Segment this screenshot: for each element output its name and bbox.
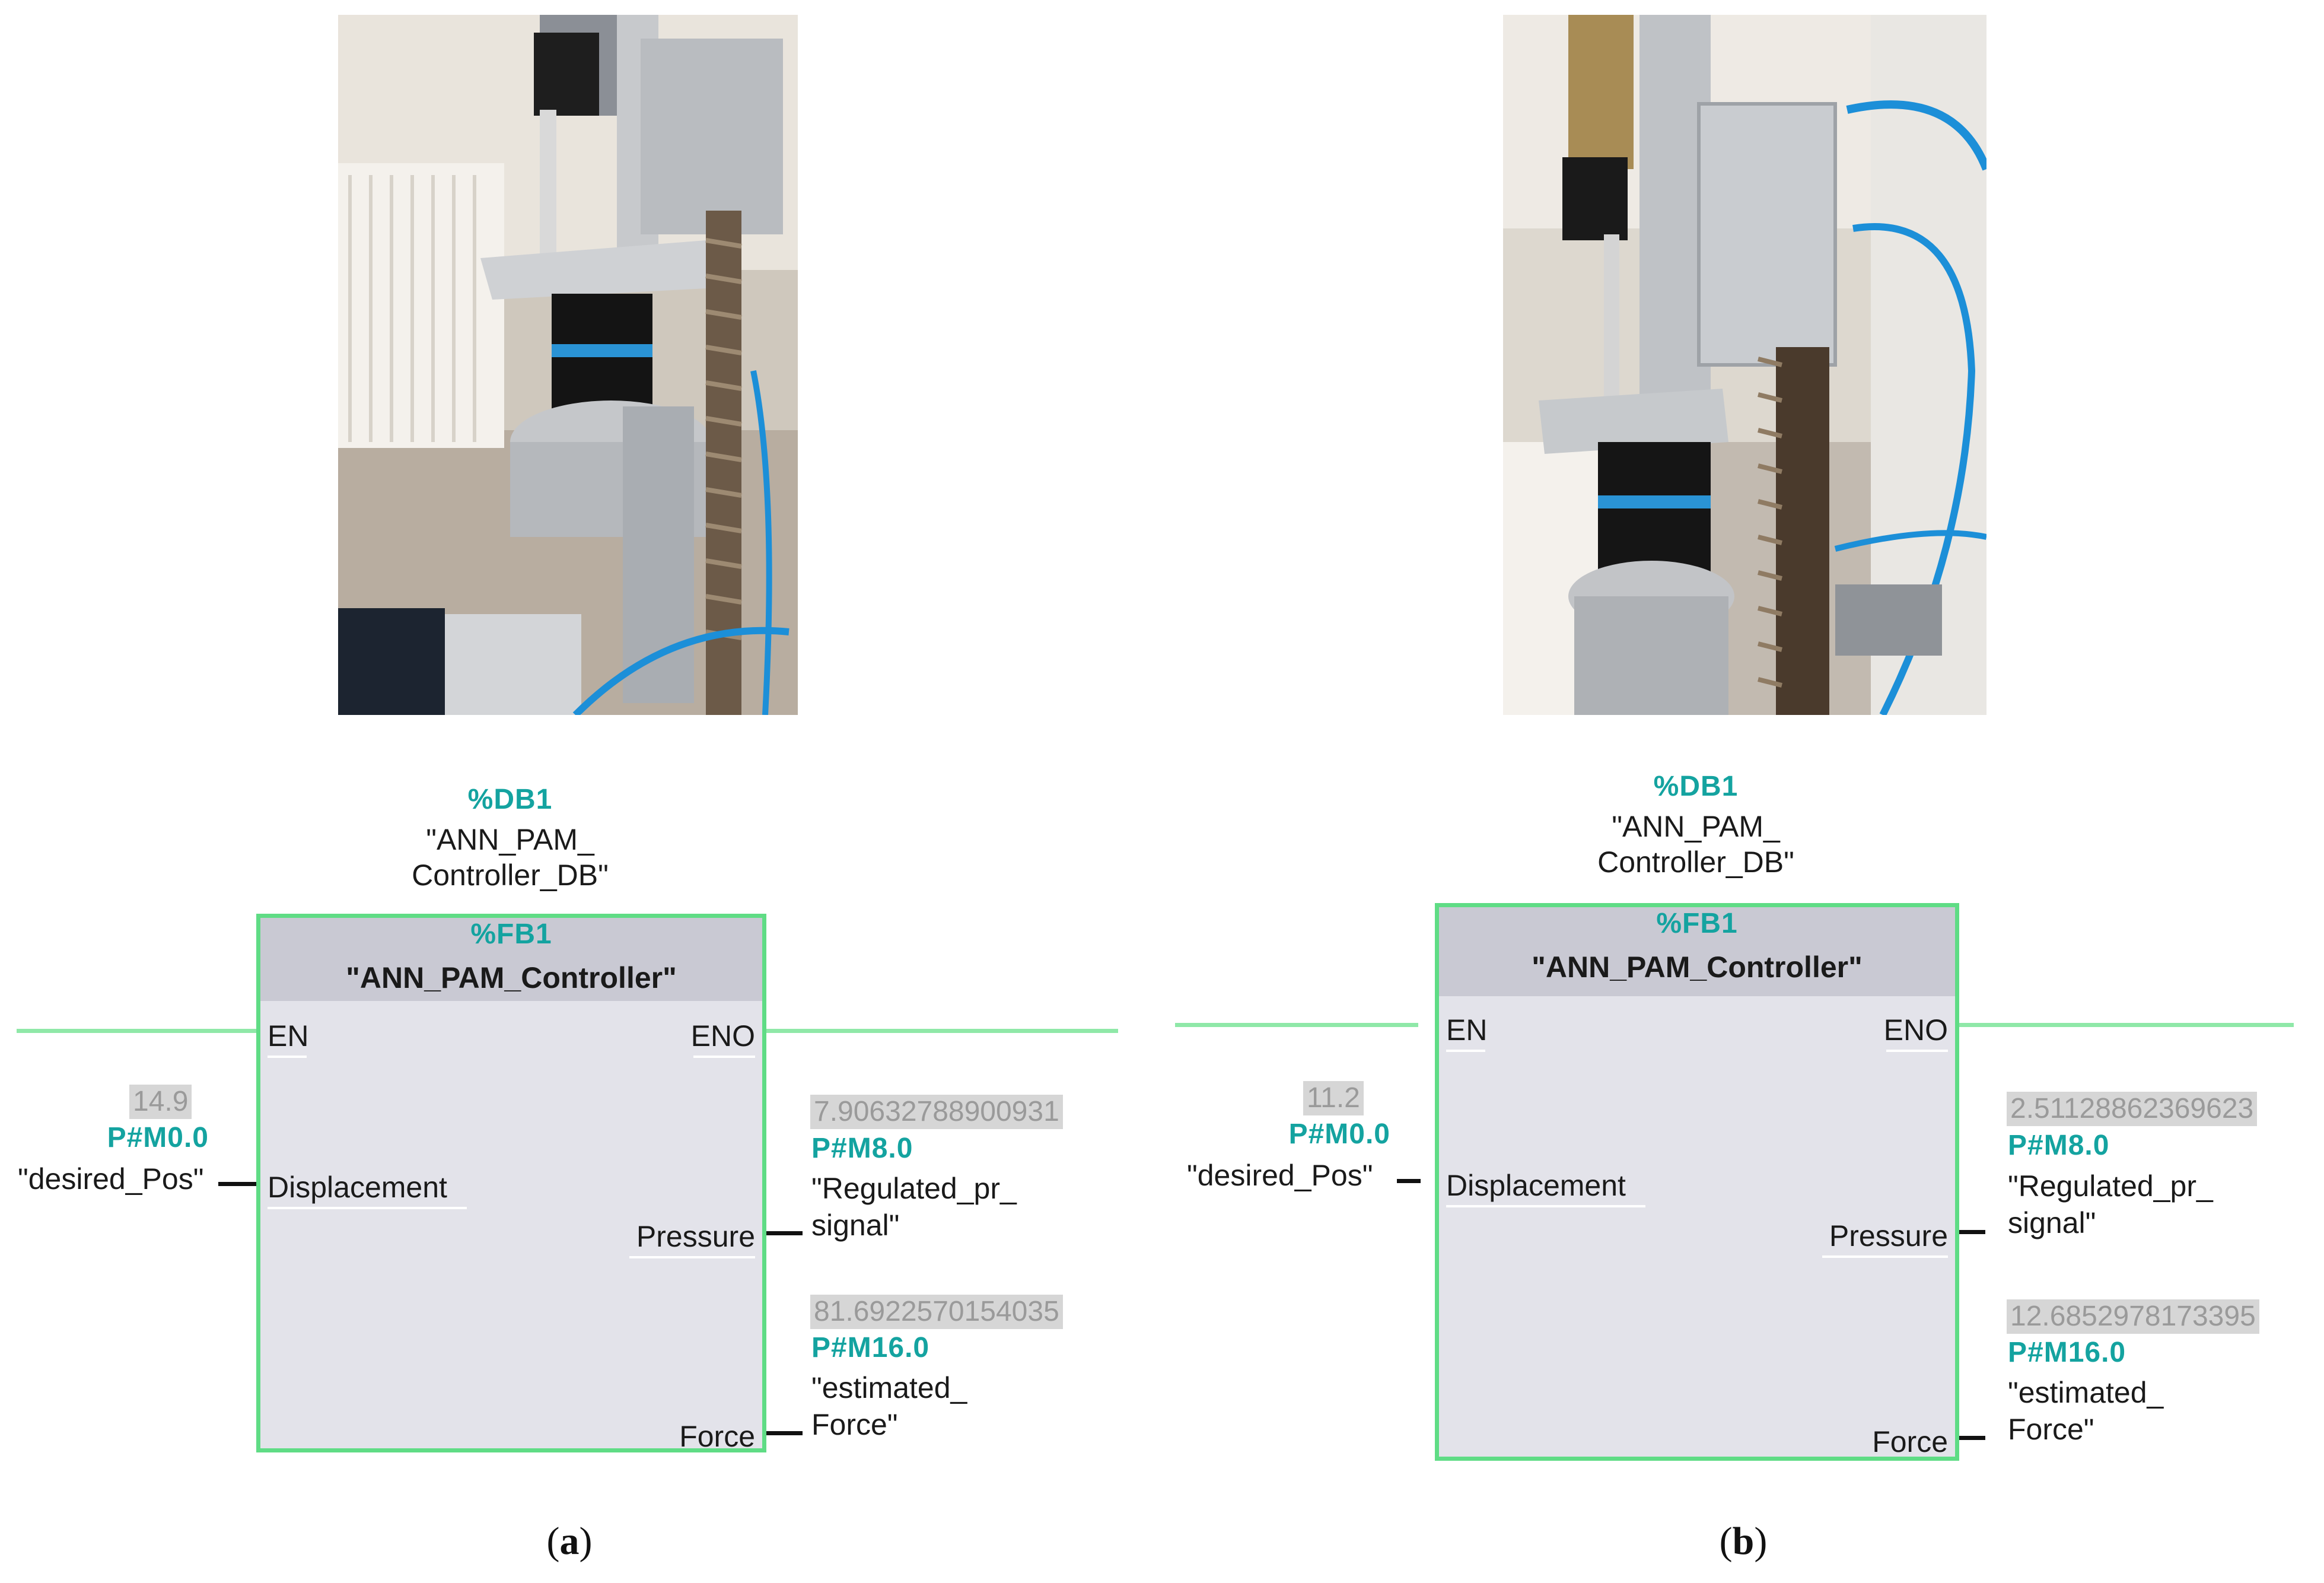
panel-b: %DB1 "ANN_PAM_ Controller_DB" %FB1 "ANN_… [1162,0,2324,1583]
force-address: P#M16.0 [811,1332,930,1363]
input-address: P#M0.0 [107,1122,209,1153]
fb-ref: %FB1 [1656,908,1738,939]
pressure-value: 7.90632788900931 [810,1095,1063,1129]
force-tag[interactable]: "estimated_ Force" [811,1371,967,1441]
displacement-wire [218,1182,261,1186]
db-ref: %DB1 [1653,771,1739,802]
function-block-header [1439,907,1955,996]
pressure-tag[interactable]: "Regulated_pr_ signal" [2008,1169,2213,1239]
pin-force: Force [679,1420,755,1453]
caption-b: (b) [1719,1520,1768,1563]
force-tag[interactable]: "estimated_ Force" [2008,1376,2164,1446]
pin-eno: ENO [690,1019,755,1053]
pin-force: Force [1872,1425,1948,1458]
db-ref: %DB1 [467,784,553,815]
photo-actuator-b [1503,15,1986,715]
pin-en: EN [1446,1013,1488,1047]
fb-name: "ANN_PAM_Controller" [346,961,677,994]
pressure-address: P#M8.0 [2008,1130,2110,1161]
input-address: P#M0.0 [1288,1118,1390,1150]
pin-pressure: Pressure [1829,1219,1948,1253]
pressure-tag[interactable]: "Regulated_pr_ signal" [811,1172,1017,1242]
pressure-value: 2.51128862369623 [2007,1092,2258,1126]
pin-en: EN [268,1019,309,1053]
input-value: 11.2 [1303,1081,1364,1115]
function-block-header [260,918,762,1001]
caption-a: (a) [546,1520,593,1563]
pin-eno: ENO [1883,1013,1948,1047]
pin-displacement: Displacement [268,1171,447,1204]
force-value: 81.6922570154035 [810,1295,1063,1329]
force-address: P#M16.0 [2008,1337,2126,1368]
photo-actuator-a [338,15,798,715]
db-name: "ANN_PAM_ Controller_DB" [1597,810,1794,879]
power-rail-right [1956,1023,2294,1027]
force-wire [762,1431,803,1435]
pressure-address: P#M8.0 [811,1133,913,1164]
input-tag[interactable]: "desired_Pos" [1187,1159,1373,1192]
function-block[interactable]: %FB1 "ANN_PAM_Controller" EN ENO Displac… [1435,903,1959,1461]
panel-a: %DB1 "ANN_PAM_ Controller_DB" %FB1 "ANN_… [17,15,1118,1563]
power-rail-left [1175,1023,1418,1027]
power-rail-right [762,1029,1118,1033]
pressure-wire [1956,1230,1985,1234]
input-value: 14.9 [129,1085,192,1119]
function-block[interactable]: %FB1 "ANN_PAM_Controller" EN ENO Displac… [256,914,766,1453]
input-tag[interactable]: "desired_Pos" [18,1162,204,1196]
force-wire [1956,1436,1985,1440]
fb-ref: %FB1 [470,918,552,950]
pin-displacement: Displacement [1446,1169,1626,1202]
power-rail-left [17,1029,260,1033]
force-value: 12.6852978173395 [2007,1299,2259,1334]
db-name: "ANN_PAM_ Controller_DB" [412,823,609,892]
pressure-wire [762,1231,803,1235]
pin-pressure: Pressure [636,1220,755,1253]
fb-name: "ANN_PAM_Controller" [1532,951,1863,984]
displacement-wire [1397,1179,1421,1183]
